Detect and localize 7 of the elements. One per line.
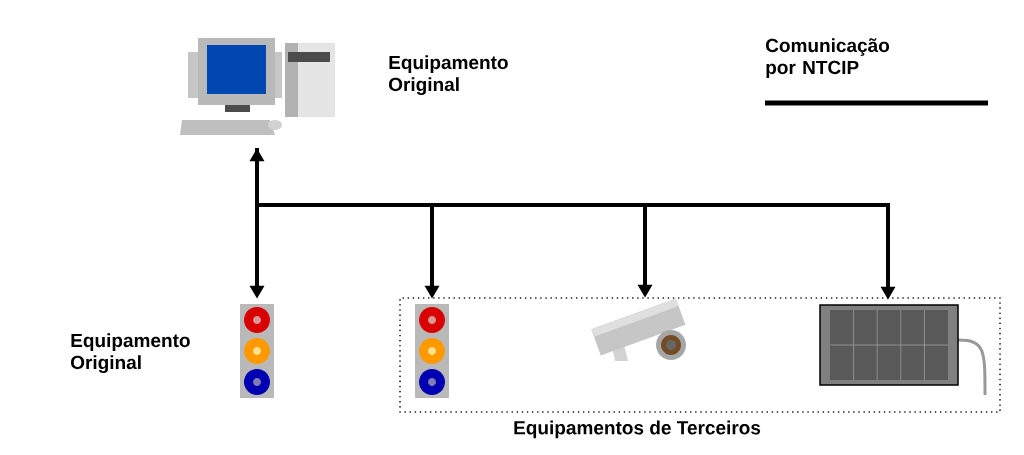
sign-panel-drawing: [819, 304, 987, 395]
traffic-light-drawing: [415, 304, 449, 398]
group-label: Equipamentos de Terceiros: [514, 420, 761, 439]
legend-label: Comunicação por NTCIP: [766, 38, 890, 78]
camera-drawing: [591, 298, 686, 361]
equipment-label: Equipamento Original: [71, 333, 190, 373]
equipment-label: Equipamento Original: [389, 55, 508, 95]
